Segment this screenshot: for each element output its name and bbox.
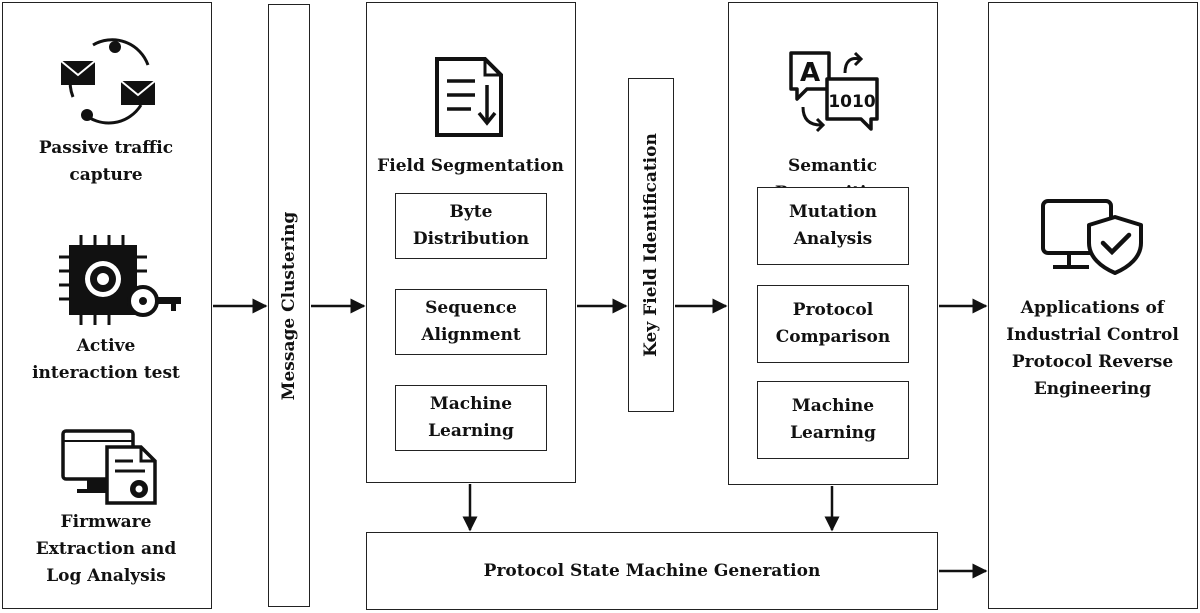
applications-box: Applications of Industrial Control Proto…: [988, 2, 1198, 609]
data-sources-panel: Passive traffic capture Active interacti…: [2, 2, 212, 609]
document-sort-icon: [435, 57, 503, 137]
firmware-extraction-log-analysis-label: Firmware Extraction and Log Analysis: [35, 512, 177, 586]
translate-binary: 1010: [828, 92, 875, 112]
translate-letter: A: [800, 58, 820, 88]
email-cycle-icon: [60, 38, 156, 125]
passive-traffic-capture-label: Passive traffic capture: [38, 138, 174, 185]
semantic-recognition-box: A 1010 Semantic Recognition MutationAnal…: [728, 2, 938, 485]
applications-label: Applications of Industrial Control Proto…: [1006, 298, 1179, 399]
field-segmentation-title: Field Segmentation: [377, 156, 564, 176]
state-machine-generation-label: Protocol State Machine Generation: [483, 560, 821, 581]
key-field-identification-box: Key Field Identification: [628, 78, 674, 412]
state-machine-generation-box: Protocol State Machine Generation: [366, 532, 938, 610]
active-interaction-test-label: Active interaction test: [32, 336, 180, 383]
message-clustering-box: Message Clustering: [268, 4, 310, 607]
monitor-shield-check-icon: [1041, 199, 1143, 275]
translate-icon: A 1010: [789, 51, 879, 133]
monitor-document-gear-icon: [61, 429, 157, 505]
chip-gear-key-icon: [59, 235, 181, 325]
